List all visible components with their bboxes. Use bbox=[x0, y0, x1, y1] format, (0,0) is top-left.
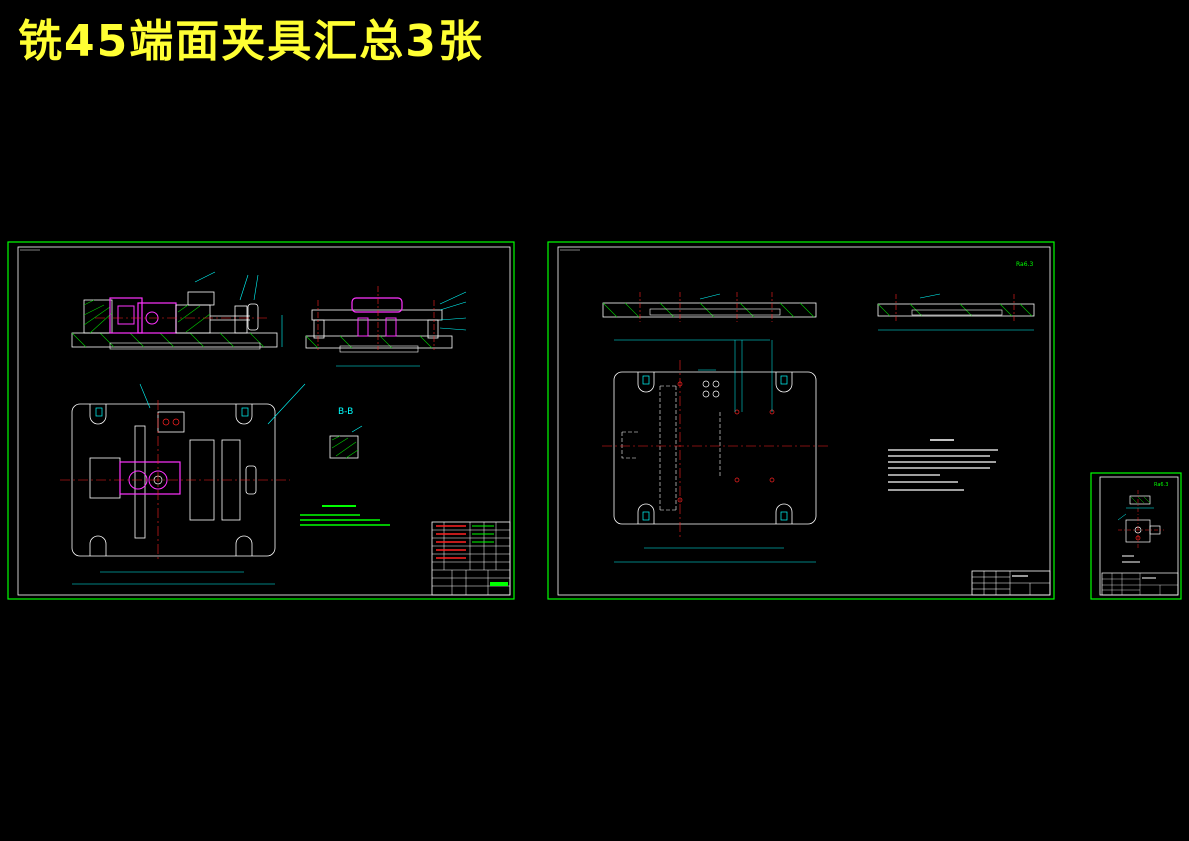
assembly-notes bbox=[300, 505, 390, 526]
detail-title-block bbox=[1101, 572, 1179, 596]
assembly-title-block bbox=[431, 521, 511, 596]
page-title: 铣45端面夹具汇总3张 bbox=[18, 16, 484, 67]
assembly-top-view bbox=[60, 383, 306, 585]
assembly-front-view bbox=[71, 271, 283, 350]
detail-surface-mark: Ra6.3 bbox=[1154, 482, 1168, 488]
base-plate-title-block bbox=[971, 570, 1051, 596]
sheet-base-plate-inner-frame bbox=[557, 246, 1051, 596]
base-plate-notes bbox=[888, 439, 998, 491]
base-plate-front-section bbox=[602, 292, 817, 322]
sheet-base-plate-outer-frame bbox=[547, 241, 1055, 600]
sheet-base-plate: Ra6.3 bbox=[547, 241, 1055, 600]
sheet-assembly-outer-frame bbox=[7, 241, 515, 600]
section-label-bb: B-B bbox=[338, 407, 353, 417]
base-plate-side-section bbox=[877, 293, 1035, 331]
assembly-section-bb: B-B bbox=[329, 407, 363, 459]
detail-part-view bbox=[1117, 490, 1164, 563]
sheet-assembly-inner-frame bbox=[17, 246, 511, 596]
sheet-detail: Ra6.3 bbox=[1090, 472, 1182, 600]
base-plate-surface-mark: Ra6.3 bbox=[1016, 261, 1033, 268]
sheet-assembly: B-B bbox=[7, 241, 515, 600]
sheet-detail-outer-frame bbox=[1090, 472, 1182, 600]
base-plate-plan-view bbox=[602, 339, 828, 563]
assembly-side-view bbox=[305, 286, 467, 367]
